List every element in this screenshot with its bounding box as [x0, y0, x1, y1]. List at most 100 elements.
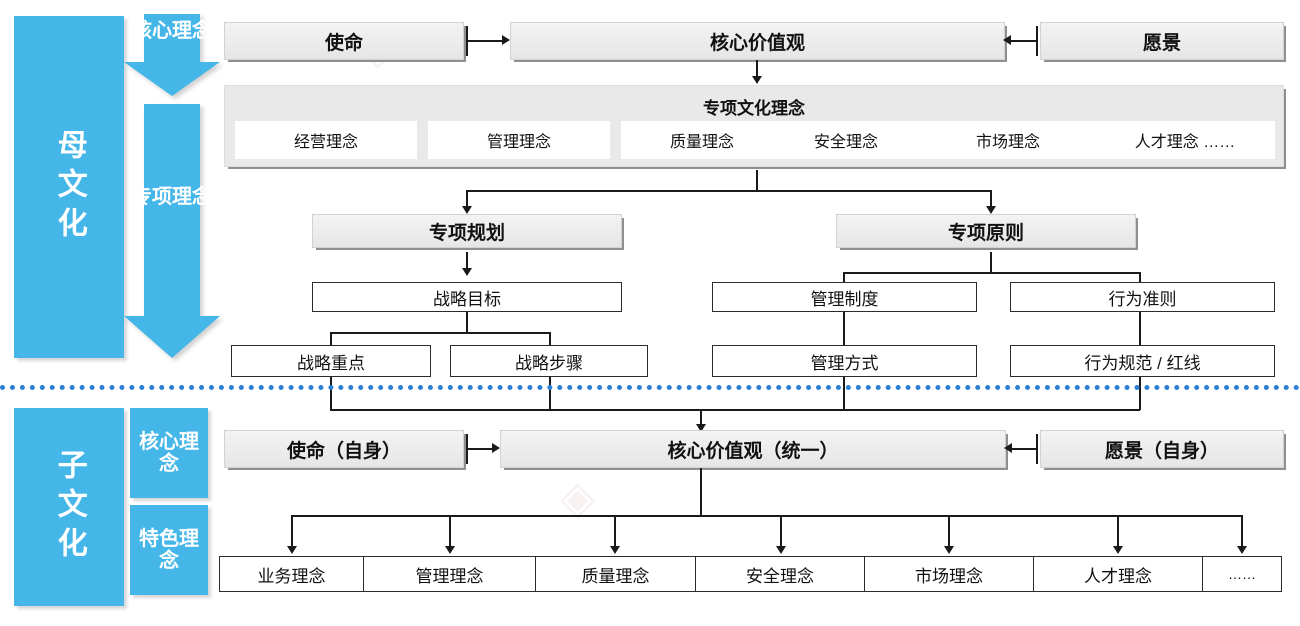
connector-method-down: [843, 377, 845, 410]
sub-item-label: 业务理念: [257, 566, 326, 586]
arrowhead-sub-item: [944, 546, 954, 554]
connector-sub-item-drop: [449, 515, 451, 549]
arrowhead-mission-to-core: [502, 35, 510, 45]
arrowhead-sub-item: [1237, 546, 1247, 554]
connector-special-rail: [466, 190, 991, 192]
connector-sub-item-drop: [1241, 515, 1243, 549]
arrowhead-to-plan: [462, 206, 472, 214]
special-culture-item[interactable]: 市场理念: [917, 121, 1099, 159]
connector-special-down: [756, 170, 758, 192]
sub-item-box[interactable]: 安全理念: [695, 556, 865, 592]
parent-arrow-special-concept: 专项理念: [124, 104, 220, 358]
connector-principle-left: [843, 272, 845, 284]
sub-item-box[interactable]: 质量理念: [535, 556, 696, 592]
special-culture-panel-title: 专项文化理念: [703, 99, 805, 118]
connector-plan-to-goal: [466, 252, 468, 272]
sub-item-label: 质量理念: [581, 566, 650, 586]
connector-rail-to-core: [700, 409, 702, 427]
sub-culture-label: 子文化: [52, 448, 86, 566]
behavior-guideline-label: 行为准则: [1108, 289, 1177, 309]
sub-tag-feature-concept-label: 特色理念: [139, 527, 199, 572]
arrowhead-rail-to-core: [696, 424, 706, 432]
connector-steps-down: [549, 377, 551, 410]
parent-culture-label: 母文化: [52, 128, 86, 246]
connector-guideline-to-norm: [1139, 312, 1141, 346]
parent-core-values-box[interactable]: 核心价值观: [510, 22, 1005, 60]
connector-to-principle: [990, 190, 992, 210]
sub-vision-box[interactable]: 愿景（自身）: [1040, 430, 1284, 468]
special-culture-item[interactable]: 安全理念: [755, 121, 937, 159]
sub-vision-label: 愿景（自身）: [1104, 440, 1219, 462]
parent-arrow-core-concept: 核心理念: [124, 14, 220, 96]
connector-sub-core-down: [700, 468, 702, 516]
connector-principle-right: [1139, 272, 1141, 284]
sub-mission-label: 使命（自身）: [286, 440, 401, 462]
behavior-guideline-box[interactable]: 行为准则: [1010, 282, 1275, 312]
connector-principle-down: [990, 252, 992, 274]
sub-item-label: ……: [1228, 566, 1256, 582]
sub-item-box[interactable]: 市场理念: [864, 556, 1034, 592]
connector-vision-to-core: [1008, 40, 1038, 42]
arrowhead-sub-item: [776, 546, 786, 554]
strategy-goal-label: 战略目标: [433, 289, 501, 309]
connector-mission-to-core: [466, 40, 504, 42]
sub-item-label: 管理理念: [415, 566, 484, 586]
connector-mgmt-to-method: [843, 312, 845, 346]
strategy-focus-box[interactable]: 战略重点: [231, 345, 431, 377]
parent-mission-label: 使命: [324, 32, 363, 54]
arrowhead-sub-item: [1113, 546, 1123, 554]
management-method-box[interactable]: 管理方式: [712, 345, 977, 377]
strategy-focus-label: 战略重点: [297, 353, 365, 373]
management-system-box[interactable]: 管理制度: [712, 282, 977, 312]
sub-item-box[interactable]: 人才理念: [1033, 556, 1203, 592]
behavior-norm-label: 行为规范 / 红线: [1084, 353, 1201, 373]
sub-tag-feature-concept: 特色理念: [130, 505, 208, 595]
arrowhead-to-principle: [986, 206, 996, 214]
sub-item-label: 市场理念: [915, 566, 983, 586]
parent-culture-panel: 母文化: [14, 16, 124, 358]
strategy-goal-box[interactable]: 战略目标: [312, 282, 622, 312]
sub-core-values-box[interactable]: 核心价值观（统一）: [500, 430, 1006, 468]
management-method-label: 管理方式: [810, 353, 879, 373]
culture-divider: [0, 385, 1300, 390]
arrowhead-sub-mission-to-core: [492, 443, 500, 453]
connector-goal-rail: [330, 332, 550, 334]
special-plan-header-label: 专项规划: [428, 222, 505, 244]
special-culture-item[interactable]: 经营理念: [235, 121, 417, 159]
arrowhead-sub-item: [445, 546, 455, 554]
strategy-steps-box[interactable]: 战略步骤: [450, 345, 648, 377]
arrowhead-plan-to-goal: [462, 268, 472, 276]
connector-goal-left: [330, 332, 332, 346]
sub-item-box[interactable]: 管理理念: [363, 556, 536, 592]
sub-mission-box[interactable]: 使命（自身）: [224, 430, 464, 468]
parent-vision-box[interactable]: 愿景: [1040, 22, 1284, 60]
connector-norm-down: [1139, 377, 1141, 410]
connector-sub-item-drop: [948, 515, 950, 549]
connector-core-to-special: [756, 60, 758, 80]
special-culture-item[interactable]: 管理理念: [428, 121, 610, 159]
connector-sub-item-drop: [291, 515, 293, 549]
connector-goal-right: [549, 332, 551, 346]
sub-tag-core-concept: 核心理念: [130, 408, 208, 498]
sub-item-box[interactable]: ……: [1202, 556, 1282, 592]
sub-item-label: 人才理念: [1084, 566, 1152, 586]
connector-to-plan: [466, 190, 468, 210]
sub-item-box[interactable]: 业务理念: [219, 556, 364, 592]
sub-core-values-label: 核心价值观（统一）: [667, 440, 839, 462]
special-principle-header[interactable]: 专项原则: [836, 214, 1136, 248]
parent-mission-box[interactable]: 使命: [224, 22, 464, 60]
special-culture-item[interactable]: 人才理念 ……: [1095, 121, 1275, 159]
arrowhead-core-to-special: [752, 76, 762, 84]
connector-sub-mission-to-core: [466, 448, 494, 450]
connector-sub-item-drop: [780, 515, 782, 549]
arrowhead-sub-item: [287, 546, 297, 554]
connector-principle-rail: [843, 272, 1140, 274]
connector-sub-items-rail: [291, 515, 1241, 517]
special-plan-header[interactable]: 专项规划: [312, 214, 622, 248]
arrowhead-sub-vision-to-core: [1004, 443, 1012, 453]
sub-item-label: 安全理念: [746, 566, 814, 586]
behavior-norm-box[interactable]: 行为规范 / 红线: [1010, 345, 1275, 377]
sub-culture-panel: 子文化: [14, 408, 124, 606]
parent-core-values-label: 核心价值观: [709, 32, 805, 54]
